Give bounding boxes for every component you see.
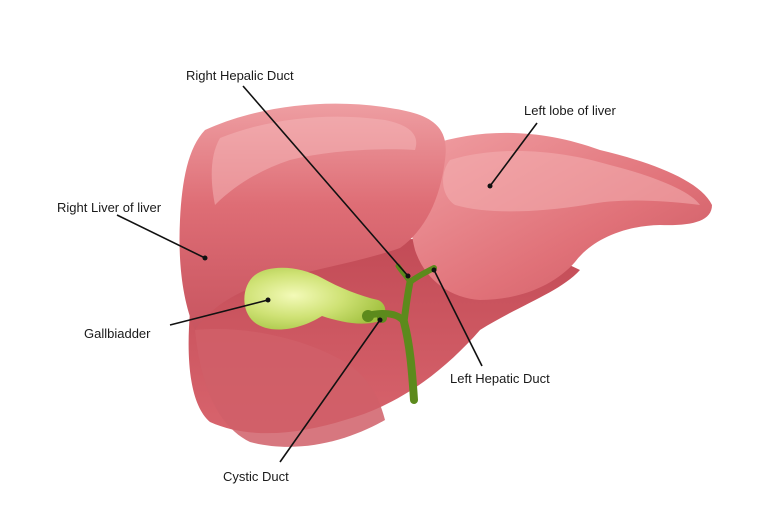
leader-cystic-duct — [279, 319, 381, 463]
leader-left-lobe — [489, 122, 538, 187]
label-left-hepatic-duct: Left Hepatic Duct — [450, 371, 550, 386]
endpoint-right-lobe — [202, 255, 208, 261]
endpoint-left-hepatic-duct — [431, 267, 437, 273]
right-lobe-highlight — [211, 116, 417, 205]
cystic-junction-node — [362, 310, 374, 322]
leader-right-hepatic-duct — [242, 85, 409, 277]
leader-endpoints — [202, 183, 493, 323]
leader-left-hepatic-duct — [433, 269, 483, 367]
right-lobe-lower-fold — [195, 329, 385, 447]
endpoint-cystic-duct — [377, 317, 383, 323]
endpoint-right-hepatic-duct — [405, 273, 411, 279]
label-right-hepatic-duct: Right Hepalic Duct — [186, 68, 294, 83]
label-gallbladder: Gallbiadder — [84, 326, 151, 341]
endpoint-gallbladder — [265, 297, 271, 303]
label-cystic-duct: Cystic Duct — [223, 469, 289, 484]
label-right-lobe: Right Liver of liver — [57, 200, 162, 215]
endpoint-left-lobe — [487, 183, 493, 189]
leader-right-lobe — [116, 214, 206, 259]
leader-lines — [116, 85, 538, 463]
left-lobe-highlight — [443, 150, 700, 212]
gallbladder-shape — [244, 267, 386, 330]
leader-gallbladder — [169, 299, 269, 326]
label-left-lobe: Left lobe of liver — [524, 103, 616, 118]
